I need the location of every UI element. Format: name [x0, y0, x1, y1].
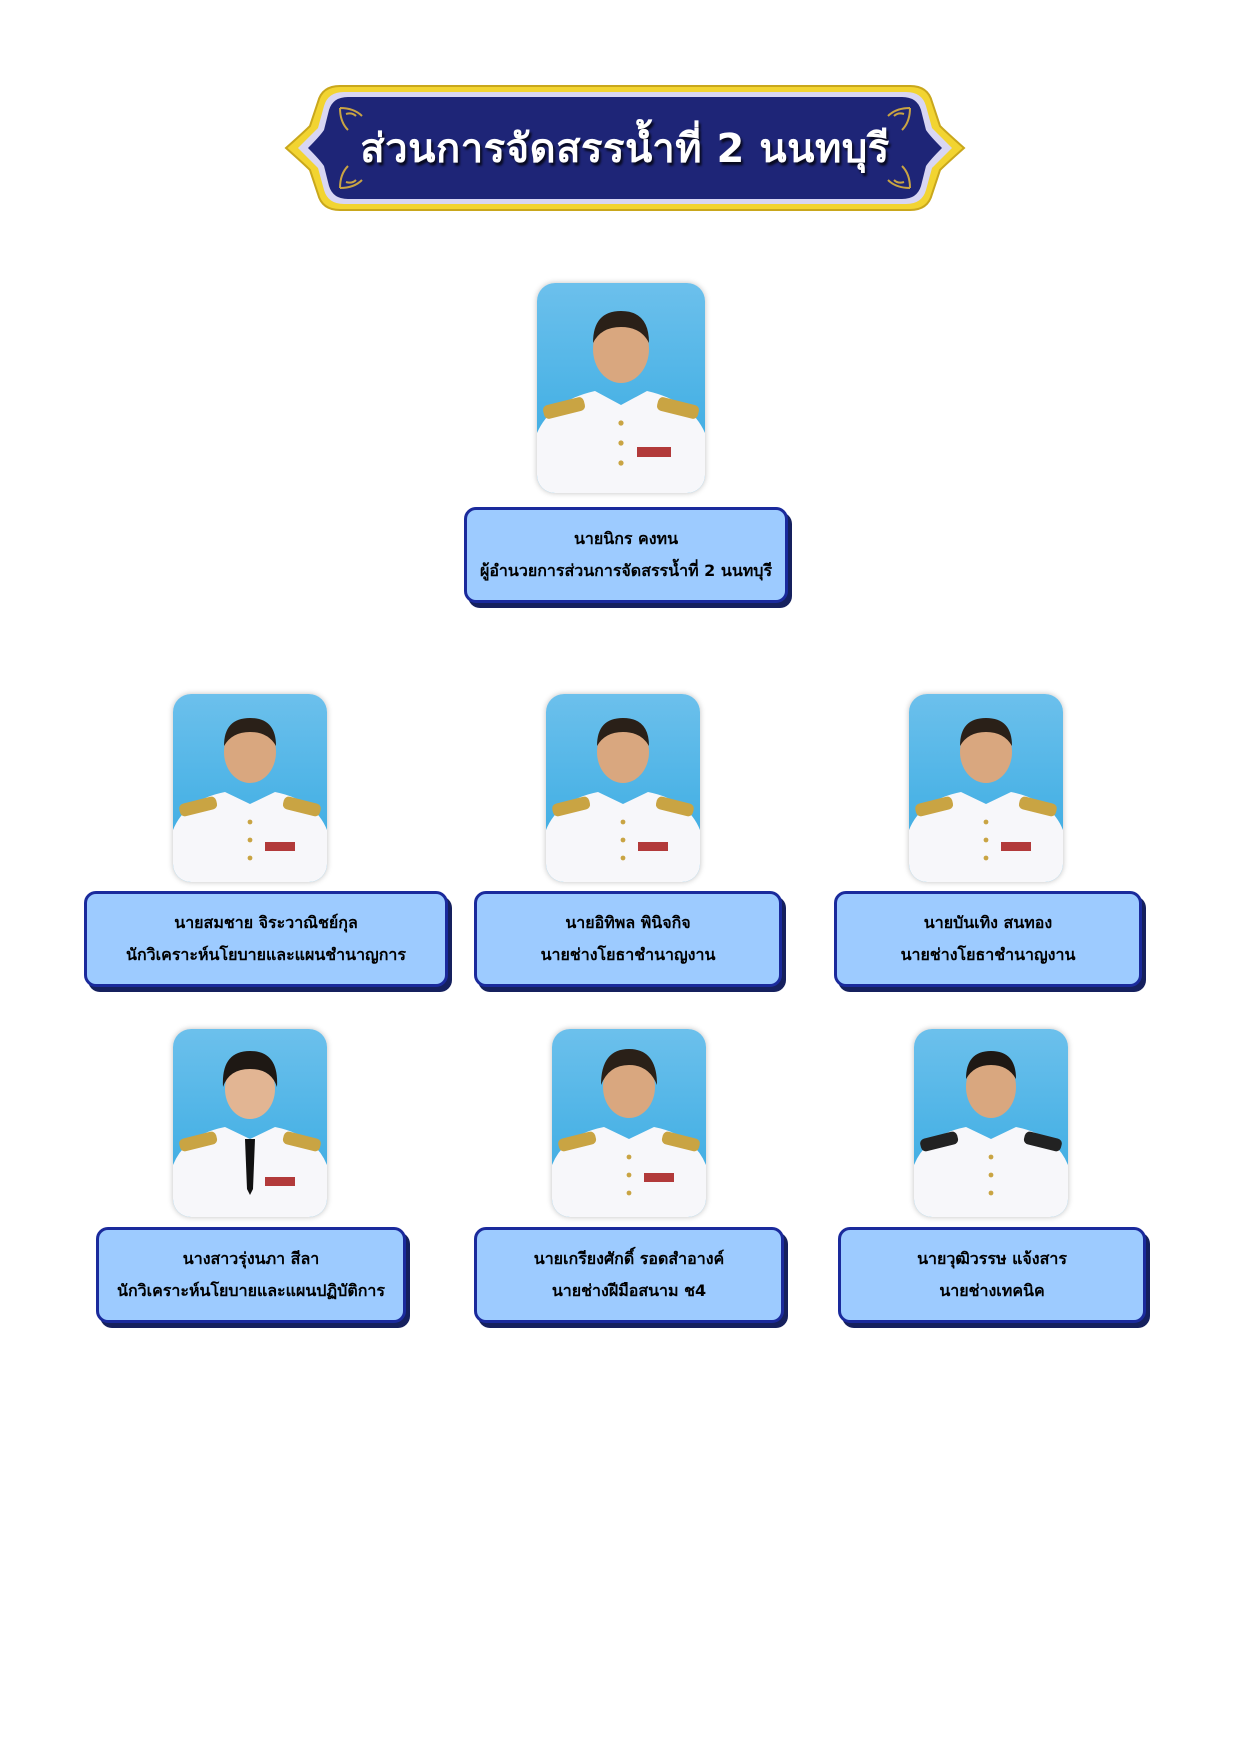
staff-role: นักวิเคราะห์นโยบายและแผนชำนาญการ — [126, 945, 406, 964]
staff-name: นายวุฒิวรรษ แจ้งสาร — [917, 1249, 1067, 1268]
staff-role: นายช่างโยธาชำนาญงาน — [540, 945, 716, 964]
staff-photo — [552, 1029, 706, 1217]
director-card: นายนิกร คงทน ผู้อำนวยการส่วนการจัดสรรน้ำ… — [464, 507, 788, 603]
staff-role: นายช่างเทคนิค — [939, 1281, 1045, 1300]
staff-card: นางสาวรุ่งนภา สีลา นักวิเคราะห์นโยบายและ… — [96, 1227, 406, 1323]
portrait-placeholder — [546, 718, 700, 882]
staff-card: นายสมชาย จิระวาณิชย์กุล นักวิเคราะห์นโยบ… — [84, 891, 448, 987]
staff-photo — [914, 1029, 1068, 1217]
staff-role: นักวิเคราะห์นโยบายและแผนปฏิบัติการ — [117, 1281, 385, 1300]
director-photo — [537, 283, 705, 493]
portrait-placeholder — [552, 1049, 706, 1217]
director-role: ผู้อำนวยการส่วนการจัดสรรน้ำที่ 2 นนทบุรี — [479, 561, 773, 580]
staff-photo — [173, 694, 327, 882]
portrait-placeholder — [173, 1051, 327, 1217]
portrait-placeholder — [914, 1051, 1068, 1217]
staff-card: นายอิทิพล พินิจกิจ นายช่างโยธาชำนาญงาน — [474, 891, 782, 987]
staff-photo — [909, 694, 1063, 882]
staff-photo — [546, 694, 700, 882]
staff-name: นางสาวรุ่งนภา สีลา — [182, 1249, 320, 1268]
staff-card: นายวุฒิวรรษ แจ้งสาร นายช่างเทคนิค — [838, 1227, 1146, 1323]
staff-role: นายช่างโยธาชำนาญงาน — [900, 945, 1076, 964]
portrait-placeholder — [173, 718, 327, 882]
portrait-placeholder — [909, 718, 1063, 882]
ornate-banner-frame — [284, 85, 966, 211]
staff-name: นายอิทิพล พินิจกิจ — [565, 913, 691, 932]
portrait-placeholder — [537, 311, 705, 493]
staff-name: นายเกรียงศักดิ์ รอดสำอางค์ — [533, 1249, 725, 1268]
title-banner: ส่วนการจัดสรรน้ำที่ 2 นนทบุรี — [280, 80, 970, 216]
staff-card: นายเกรียงศักดิ์ รอดสำอางค์ นายช่างฝีมือส… — [474, 1227, 784, 1323]
staff-card: นายบันเทิง สนทอง นายช่างโยธาชำนาญงาน — [834, 891, 1142, 987]
staff-photo — [173, 1029, 327, 1217]
director-name: นายนิกร คงทน — [573, 529, 679, 548]
page-title: ส่วนการจัดสรรน้ำที่ 2 นนทบุรี — [360, 126, 890, 172]
staff-role: นายช่างฝีมือสนาม ช4 — [551, 1281, 707, 1300]
staff-name: นายสมชาย จิระวาณิชย์กุล — [174, 913, 358, 932]
staff-name: นายบันเทิง สนทอง — [923, 913, 1053, 932]
